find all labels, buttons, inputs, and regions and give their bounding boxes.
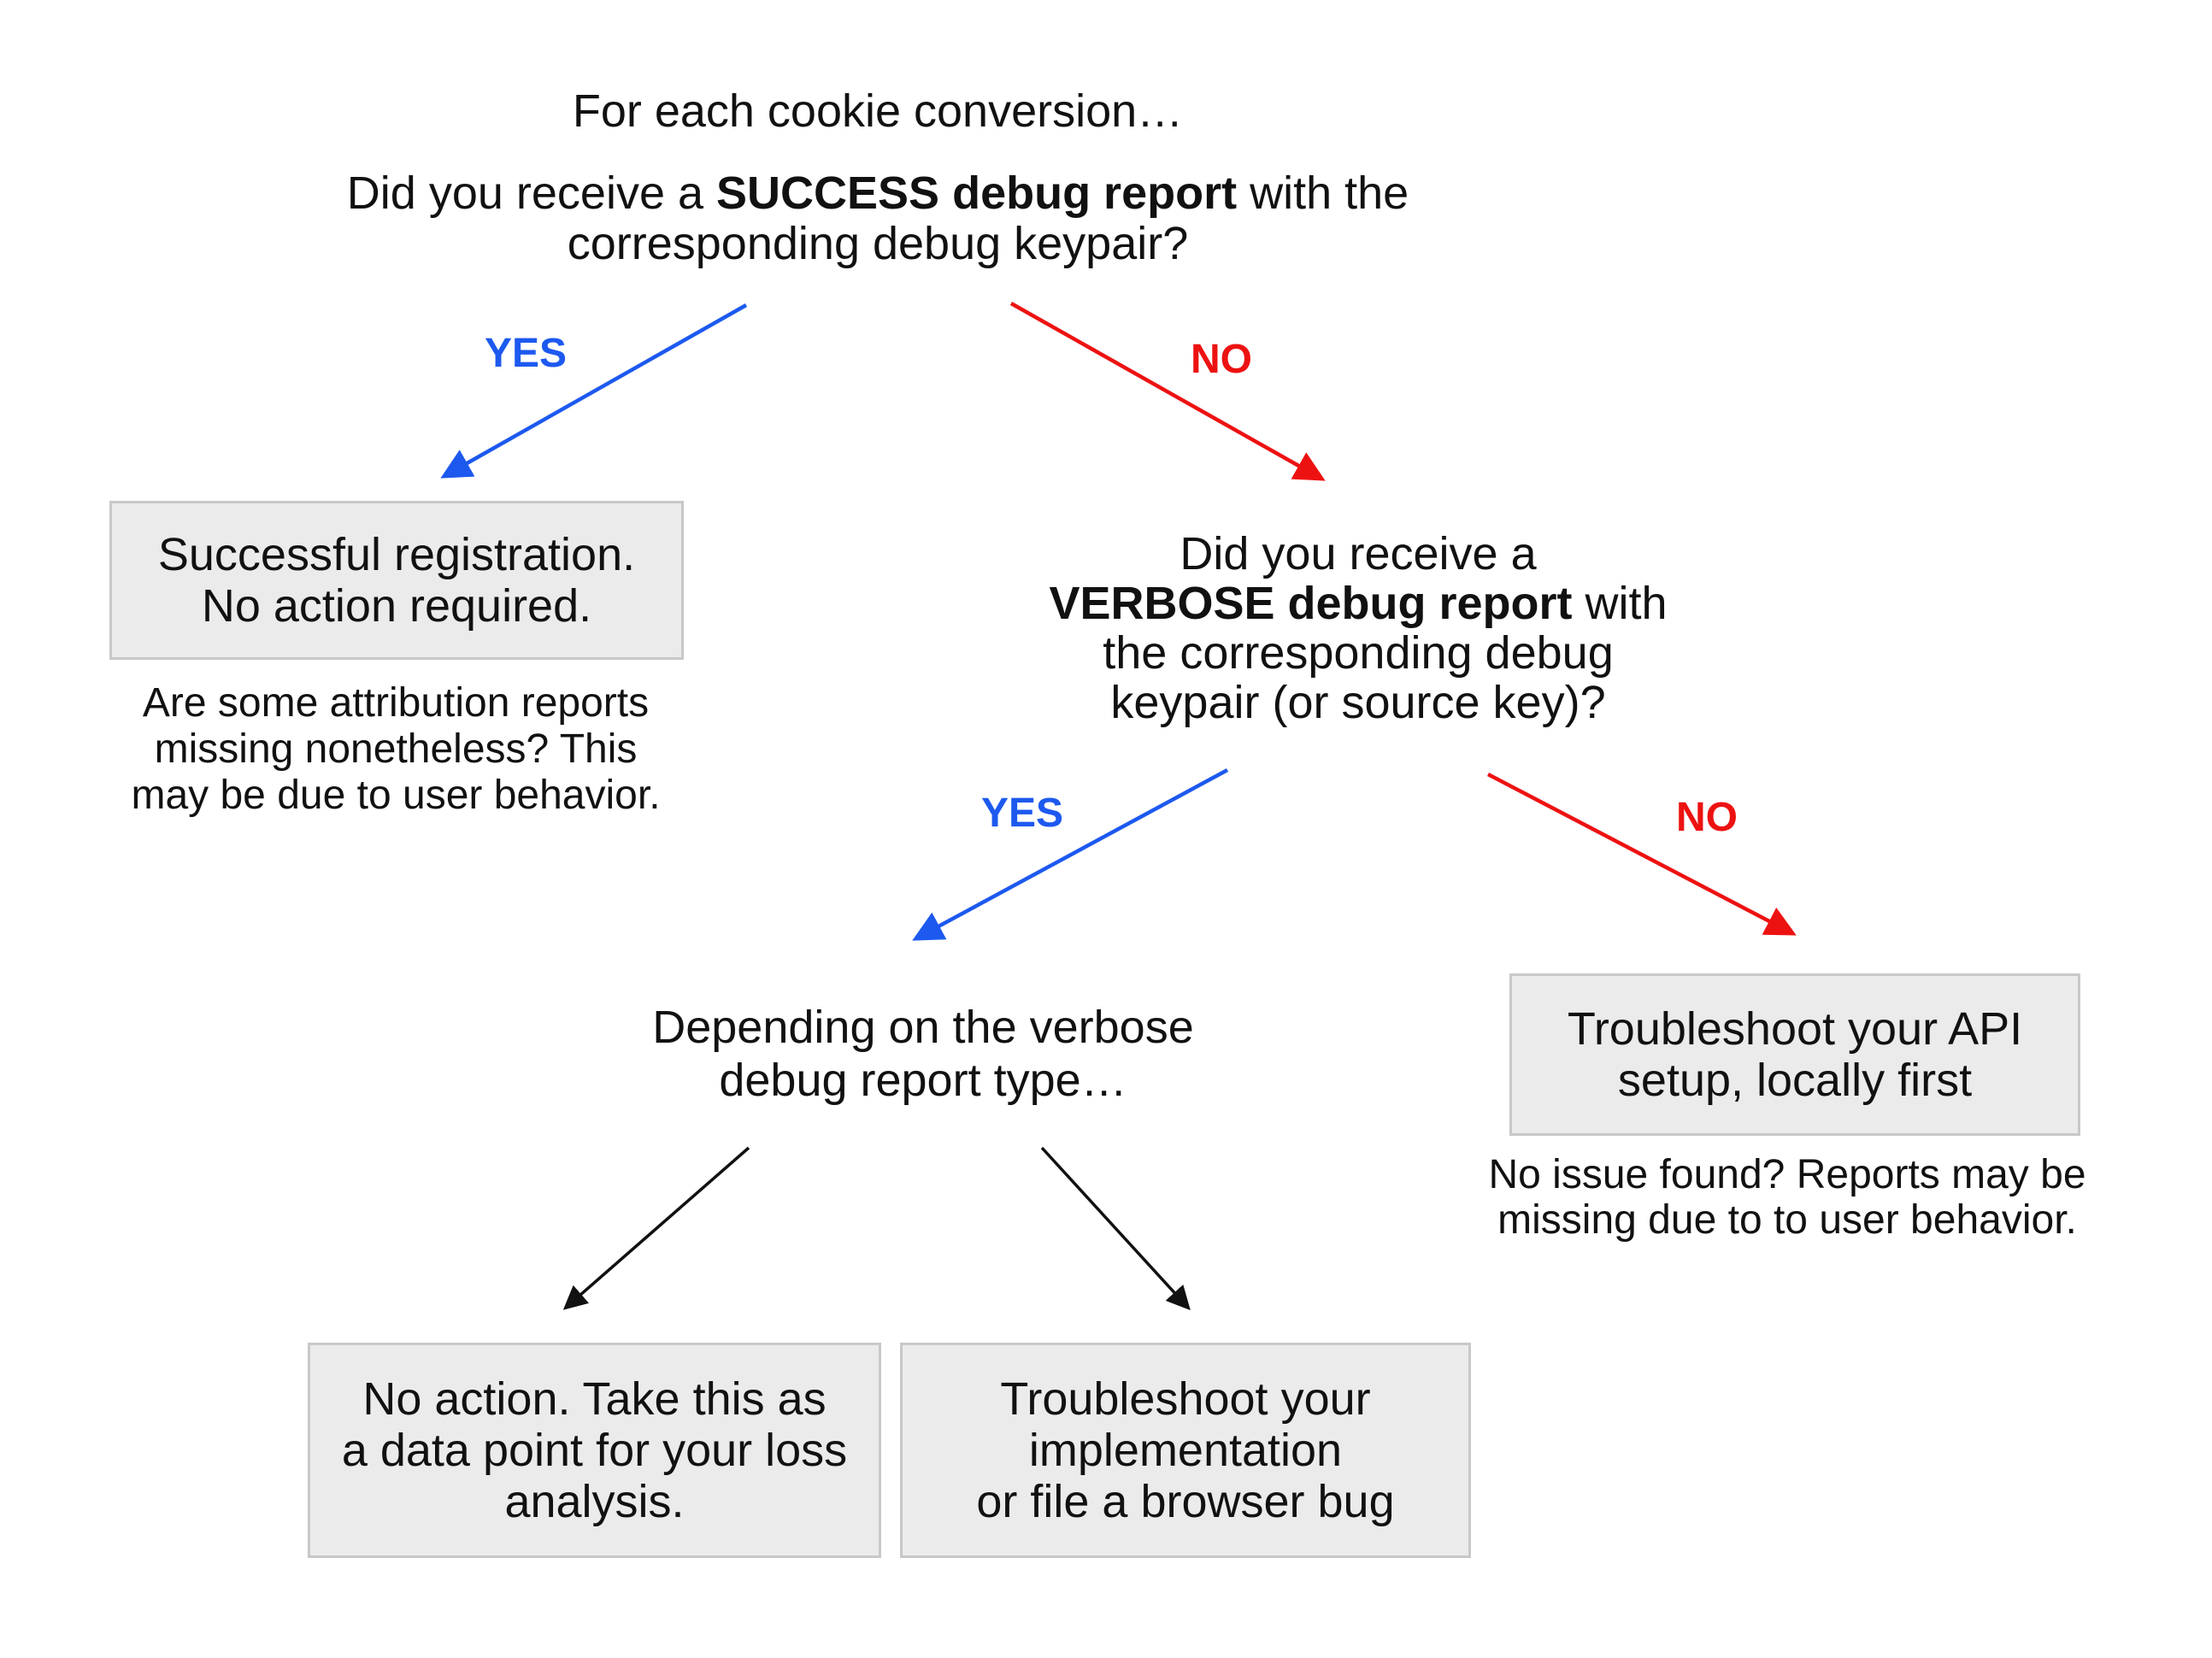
success-debug-report-bold: SUCCESS debug report <box>716 168 1238 219</box>
root-question-line2: corresponding debug keypair? <box>567 218 1189 269</box>
success-box-line2: No action required. <box>201 580 592 632</box>
no-label-1: NO <box>1191 337 1252 382</box>
yes-label-1: YES <box>484 331 568 376</box>
verbose-question-line1: Did you receive a <box>1180 528 1537 579</box>
verbose-question-line2: VERBOSE debug report with <box>1049 578 1668 629</box>
impl-arrow <box>1040 1146 1191 1311</box>
success-note: Are some attribution reports missing non… <box>131 680 661 818</box>
intro-line: For each cookie conversion… <box>572 85 1184 137</box>
depending-node: Depending on the verbose debug report ty… <box>581 1001 1265 1107</box>
verbose-question: Did you receive a VERBOSE debug report w… <box>1016 529 1700 727</box>
depending-line2: debug report type… <box>719 1055 1127 1106</box>
no-action-loss-box: No action. Take this as a data point for… <box>308 1343 881 1558</box>
success-box-line1: Successful registration. <box>157 529 636 580</box>
yes-label-2: YES <box>980 791 1064 836</box>
no-arrow-1 <box>1009 302 1326 481</box>
api-note: No issue found? Reports may be missing d… <box>1488 1152 2086 1243</box>
loss-box-line1: No action. Take this as <box>362 1373 827 1425</box>
api-box-line1: Troubleshoot your API <box>1567 1003 2023 1055</box>
no-arrow-2 <box>1486 773 1797 936</box>
verbose-question-line4: keypair (or source key)? <box>1110 677 1606 728</box>
api-troubleshoot-box: Troubleshoot your API setup, locally fir… <box>1509 973 2080 1136</box>
no-label-2: NO <box>1676 795 1738 840</box>
success-registration-box: Successful registration. No action requi… <box>109 501 684 660</box>
yes-arrow-2 <box>912 768 1229 941</box>
depending-line1: Depending on the verbose <box>652 1002 1194 1053</box>
intro-text: For each cookie conversion… <box>279 86 1476 137</box>
implementation-box: Troubleshoot your implementation or file… <box>900 1343 1471 1558</box>
loss-arrow <box>562 1146 750 1310</box>
yes-arrow-1 <box>440 303 748 479</box>
root-question-line1: Did you receive a SUCCESS debug report w… <box>346 168 1409 219</box>
impl-box-line3: or file a browser bug <box>976 1476 1395 1527</box>
loss-box-line2: a data point for your loss <box>341 1425 848 1476</box>
verbose-debug-report-bold: VERBOSE debug report <box>1049 578 1573 629</box>
impl-box-line2: implementation <box>1028 1425 1343 1476</box>
impl-box-line1: Troubleshoot your <box>1000 1373 1371 1425</box>
api-box-line2: setup, locally first <box>1617 1055 1973 1106</box>
root-question: Did you receive a SUCCESS debug report w… <box>194 168 1562 269</box>
verbose-question-line3: the corresponding debug <box>1103 627 1614 679</box>
loss-box-line3: analysis. <box>504 1476 685 1527</box>
